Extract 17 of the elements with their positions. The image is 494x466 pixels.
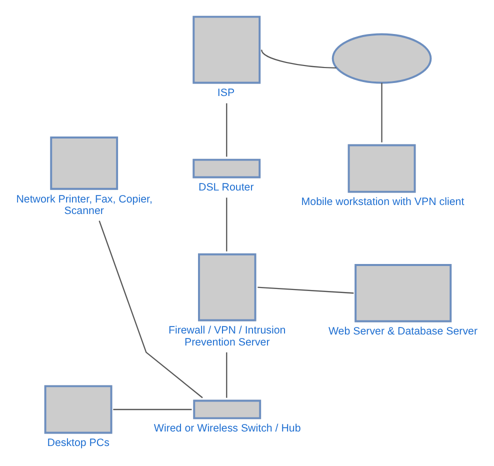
connector (258, 286, 354, 294)
node-label: Web Server & Database Server (328, 325, 478, 338)
node-label: ISP (217, 86, 235, 99)
node-label: Firewall / VPN / Intrusion Prevention Server (168, 324, 286, 348)
node-label: Wired or Wireless Switch / Hub (154, 422, 301, 434)
connector (226, 102, 228, 156)
connector (226, 197, 228, 251)
connector (226, 352, 228, 398)
connector (261, 49, 336, 68)
node-label: DSL Router (198, 181, 254, 194)
connector (381, 82, 382, 142)
connector (113, 408, 192, 410)
node-label: Network Printer, Fax, Copier, Scanner (16, 192, 152, 216)
node-label: Desktop PCs (47, 436, 110, 449)
connector (98, 220, 203, 398)
node-cloud (332, 32, 432, 84)
node-label: Mobile workstation with VPN client (301, 196, 464, 208)
